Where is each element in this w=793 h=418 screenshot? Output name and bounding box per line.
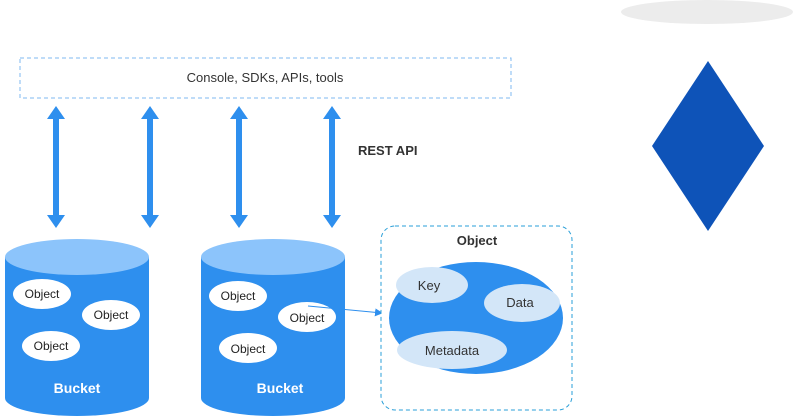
double-arrow-icon (323, 106, 341, 228)
object-label: Object (290, 311, 325, 325)
object-label: Object (34, 339, 69, 353)
object-panel-title: Object (457, 233, 498, 248)
object-detail-panel: Object Key Data Metadata (380, 225, 573, 411)
object-label: Object (231, 342, 266, 356)
metadata-field (397, 331, 507, 369)
object-label: Object (221, 289, 256, 303)
object-label: Object (94, 308, 129, 322)
bucket-cylinder: Object Object Object Bucket (201, 239, 345, 416)
key-label: Key (418, 278, 441, 293)
key-field (396, 267, 468, 303)
double-arrow-icon (47, 106, 65, 228)
object-ellipse (82, 300, 140, 330)
double-arrow-icon (141, 106, 159, 228)
bucket-label: Bucket (257, 380, 304, 396)
object-ellipse (209, 281, 267, 311)
decorative-ellipse (621, 0, 793, 24)
client-tools-box: Console, SDKs, APIs, tools (19, 57, 512, 99)
metadata-label: Metadata (425, 343, 480, 358)
object-label: Object (25, 287, 60, 301)
object-detail-connector (307, 305, 383, 317)
rest-api-label: REST API (358, 143, 417, 158)
bucket-cylinder: Object Object Object Bucket (5, 239, 149, 416)
double-arrow-icon (230, 106, 248, 228)
object-ellipse (13, 279, 71, 309)
bucket-label: Bucket (54, 380, 101, 396)
object-ellipse (278, 302, 336, 332)
client-tools-label: Console, SDKs, APIs, tools (187, 70, 344, 85)
data-field (484, 284, 560, 322)
object-ellipse (22, 331, 80, 361)
data-label: Data (506, 295, 534, 310)
object-ellipse (219, 333, 277, 363)
diamond-shape (652, 61, 764, 231)
